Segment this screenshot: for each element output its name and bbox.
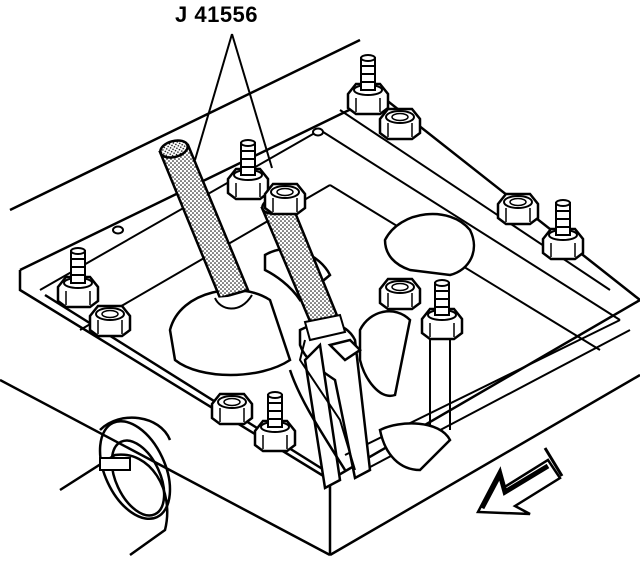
- stud-1: [346, 53, 390, 116]
- callout-leader-lines: [194, 33, 273, 169]
- stud-6: [253, 390, 297, 453]
- stud-5: [420, 278, 464, 341]
- crankshaft-front-snout: [59, 416, 172, 557]
- nut-2: [263, 182, 307, 216]
- nut-1: [378, 107, 422, 141]
- stud-4: [56, 246, 100, 309]
- torque-angle-pliers: [288, 322, 372, 490]
- tool-handle-left: [158, 139, 253, 310]
- stud-3: [541, 198, 585, 261]
- bearing-cap-rails: [39, 109, 631, 476]
- tool-callout-label: J 41556: [175, 2, 259, 27]
- crankshaft-throw-right: [358, 212, 476, 472]
- direction-arrow-icon: [475, 447, 564, 516]
- nut-6: [210, 392, 254, 426]
- nut-4: [88, 304, 132, 338]
- stud-2: [226, 138, 270, 201]
- nut-3: [496, 192, 540, 226]
- nut-5: [378, 277, 422, 311]
